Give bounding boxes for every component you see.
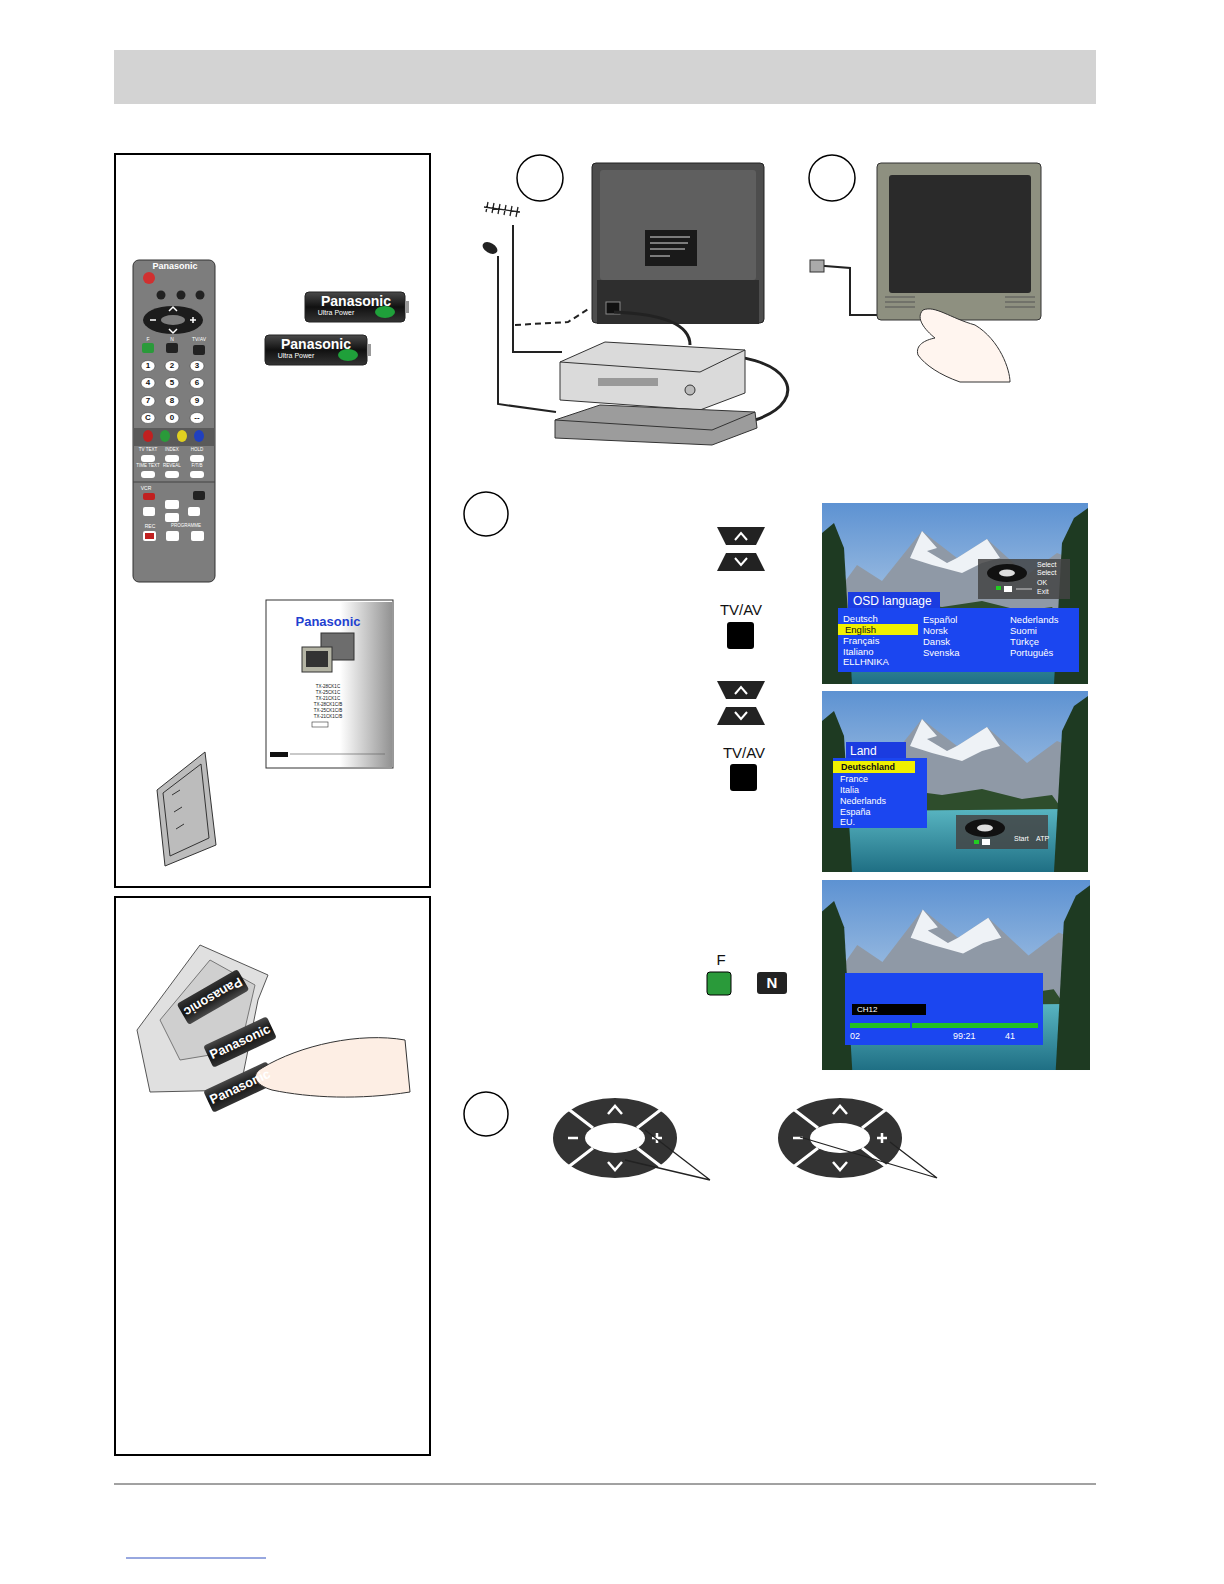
menu-text: ELLHNIKA bbox=[843, 656, 889, 667]
label-text: 9 bbox=[195, 396, 199, 406]
menu-text: Svenska bbox=[923, 647, 959, 658]
menu-text: Deutsch bbox=[843, 613, 878, 624]
menu-text: ATP bbox=[1036, 835, 1049, 843]
label-text: REC bbox=[145, 523, 156, 529]
menu-text: España bbox=[840, 807, 871, 818]
osd-panel: CH12 02 99:21 41 bbox=[845, 973, 1043, 1045]
label-text: Panasonic bbox=[295, 614, 360, 630]
osd-panel: LandDeutschlandFranceItaliaNederlandsEsp… bbox=[831, 740, 929, 830]
menu-text: 41 bbox=[1005, 1031, 1015, 1042]
label-text: HOLD bbox=[191, 447, 204, 452]
label-text: N bbox=[170, 336, 174, 342]
menu-text: Italia bbox=[840, 785, 859, 796]
label-text: TX-28CK1C/B bbox=[314, 702, 343, 707]
osd-panel: SelectSelectOKExit bbox=[978, 559, 1070, 599]
menu-text: OK bbox=[1037, 579, 1047, 587]
menu-text: Select bbox=[1037, 569, 1056, 577]
label-text: TV/AV bbox=[723, 744, 765, 762]
menu-text: Nederlands bbox=[1010, 614, 1059, 625]
label-text: 1 bbox=[146, 361, 150, 371]
label-text: REVEAL bbox=[163, 463, 181, 468]
label-text: TX-25CK1C/B bbox=[314, 708, 343, 713]
label-text: TX-28CK1C bbox=[316, 684, 340, 689]
label-text: 5 bbox=[170, 378, 174, 388]
menu-text: 02 bbox=[850, 1031, 860, 1042]
menu-text: Start bbox=[1014, 835, 1029, 843]
label-text: C bbox=[145, 413, 151, 423]
label-text: Ultra Power bbox=[318, 309, 355, 317]
label-text: 7 bbox=[146, 396, 150, 406]
label-text: TV/AV bbox=[720, 601, 762, 619]
label-text: Panasonic bbox=[207, 1021, 273, 1063]
label-text: 2 bbox=[170, 361, 174, 371]
menu-text: Español bbox=[923, 614, 957, 625]
panel-fill bbox=[850, 1023, 910, 1028]
label-text: 8 bbox=[170, 396, 174, 406]
label-text: F/T/B bbox=[192, 463, 203, 468]
menu-text: 99:21 bbox=[953, 1031, 976, 1042]
label-text: Panasonic bbox=[207, 1066, 273, 1108]
osd-panel: Start ATP bbox=[956, 815, 1051, 849]
label-text: TV/AV bbox=[192, 336, 206, 342]
label-text: 6 bbox=[195, 378, 199, 388]
panel-fill bbox=[912, 1023, 1038, 1028]
menu-text: English bbox=[845, 624, 876, 635]
label-text: TX-21CK1C/B bbox=[314, 714, 343, 719]
menu-text: Português bbox=[1010, 647, 1053, 658]
menu-text: Norsk bbox=[923, 625, 948, 636]
menu-text: EU. bbox=[840, 817, 855, 828]
menu-text: Suomi bbox=[1010, 625, 1037, 636]
label-text: Panasonic bbox=[321, 293, 391, 310]
menu-text: Exit bbox=[1037, 588, 1049, 596]
menu-text: OSD language bbox=[853, 594, 932, 608]
menu-text: Dansk bbox=[923, 636, 950, 647]
label-text: Panasonic bbox=[181, 974, 245, 1020]
label-text: F bbox=[716, 951, 725, 969]
label-text: 4 bbox=[146, 378, 150, 388]
menu-text: Land bbox=[850, 744, 877, 758]
label-text: TV TEXT bbox=[139, 447, 157, 452]
label-text: 0 bbox=[170, 413, 174, 423]
label-text: PROGRAMME bbox=[171, 523, 201, 528]
menu-text: Italiano bbox=[843, 646, 874, 657]
label-text: VCR bbox=[141, 485, 152, 491]
label-text: Ultra Power bbox=[278, 352, 315, 360]
menu-text: CH12 bbox=[857, 1005, 877, 1015]
label-text: F bbox=[146, 336, 149, 342]
menu-text: France bbox=[840, 774, 868, 785]
menu-text: Select bbox=[1037, 561, 1056, 569]
label-text: N bbox=[767, 974, 778, 992]
label-text: Panasonic bbox=[281, 336, 351, 353]
label-text: -- bbox=[194, 413, 199, 423]
label-text: TIME TEXT bbox=[136, 463, 159, 468]
label-text: 3 bbox=[195, 361, 199, 371]
menu-text: Deutschland bbox=[841, 762, 895, 773]
osd-panel: OSD languageDeutschEnglishFrançaisItalia… bbox=[836, 590, 1079, 674]
label-text: TX-25CK1C bbox=[316, 690, 340, 695]
label-text: Panasonic bbox=[152, 261, 197, 272]
menu-text: Nederlands bbox=[840, 796, 886, 807]
menu-text: Türkçe bbox=[1010, 636, 1039, 647]
menu-text: Français bbox=[843, 635, 879, 646]
label-text: TX-21CK1C bbox=[316, 696, 340, 701]
label-text: INDEX bbox=[165, 447, 179, 452]
